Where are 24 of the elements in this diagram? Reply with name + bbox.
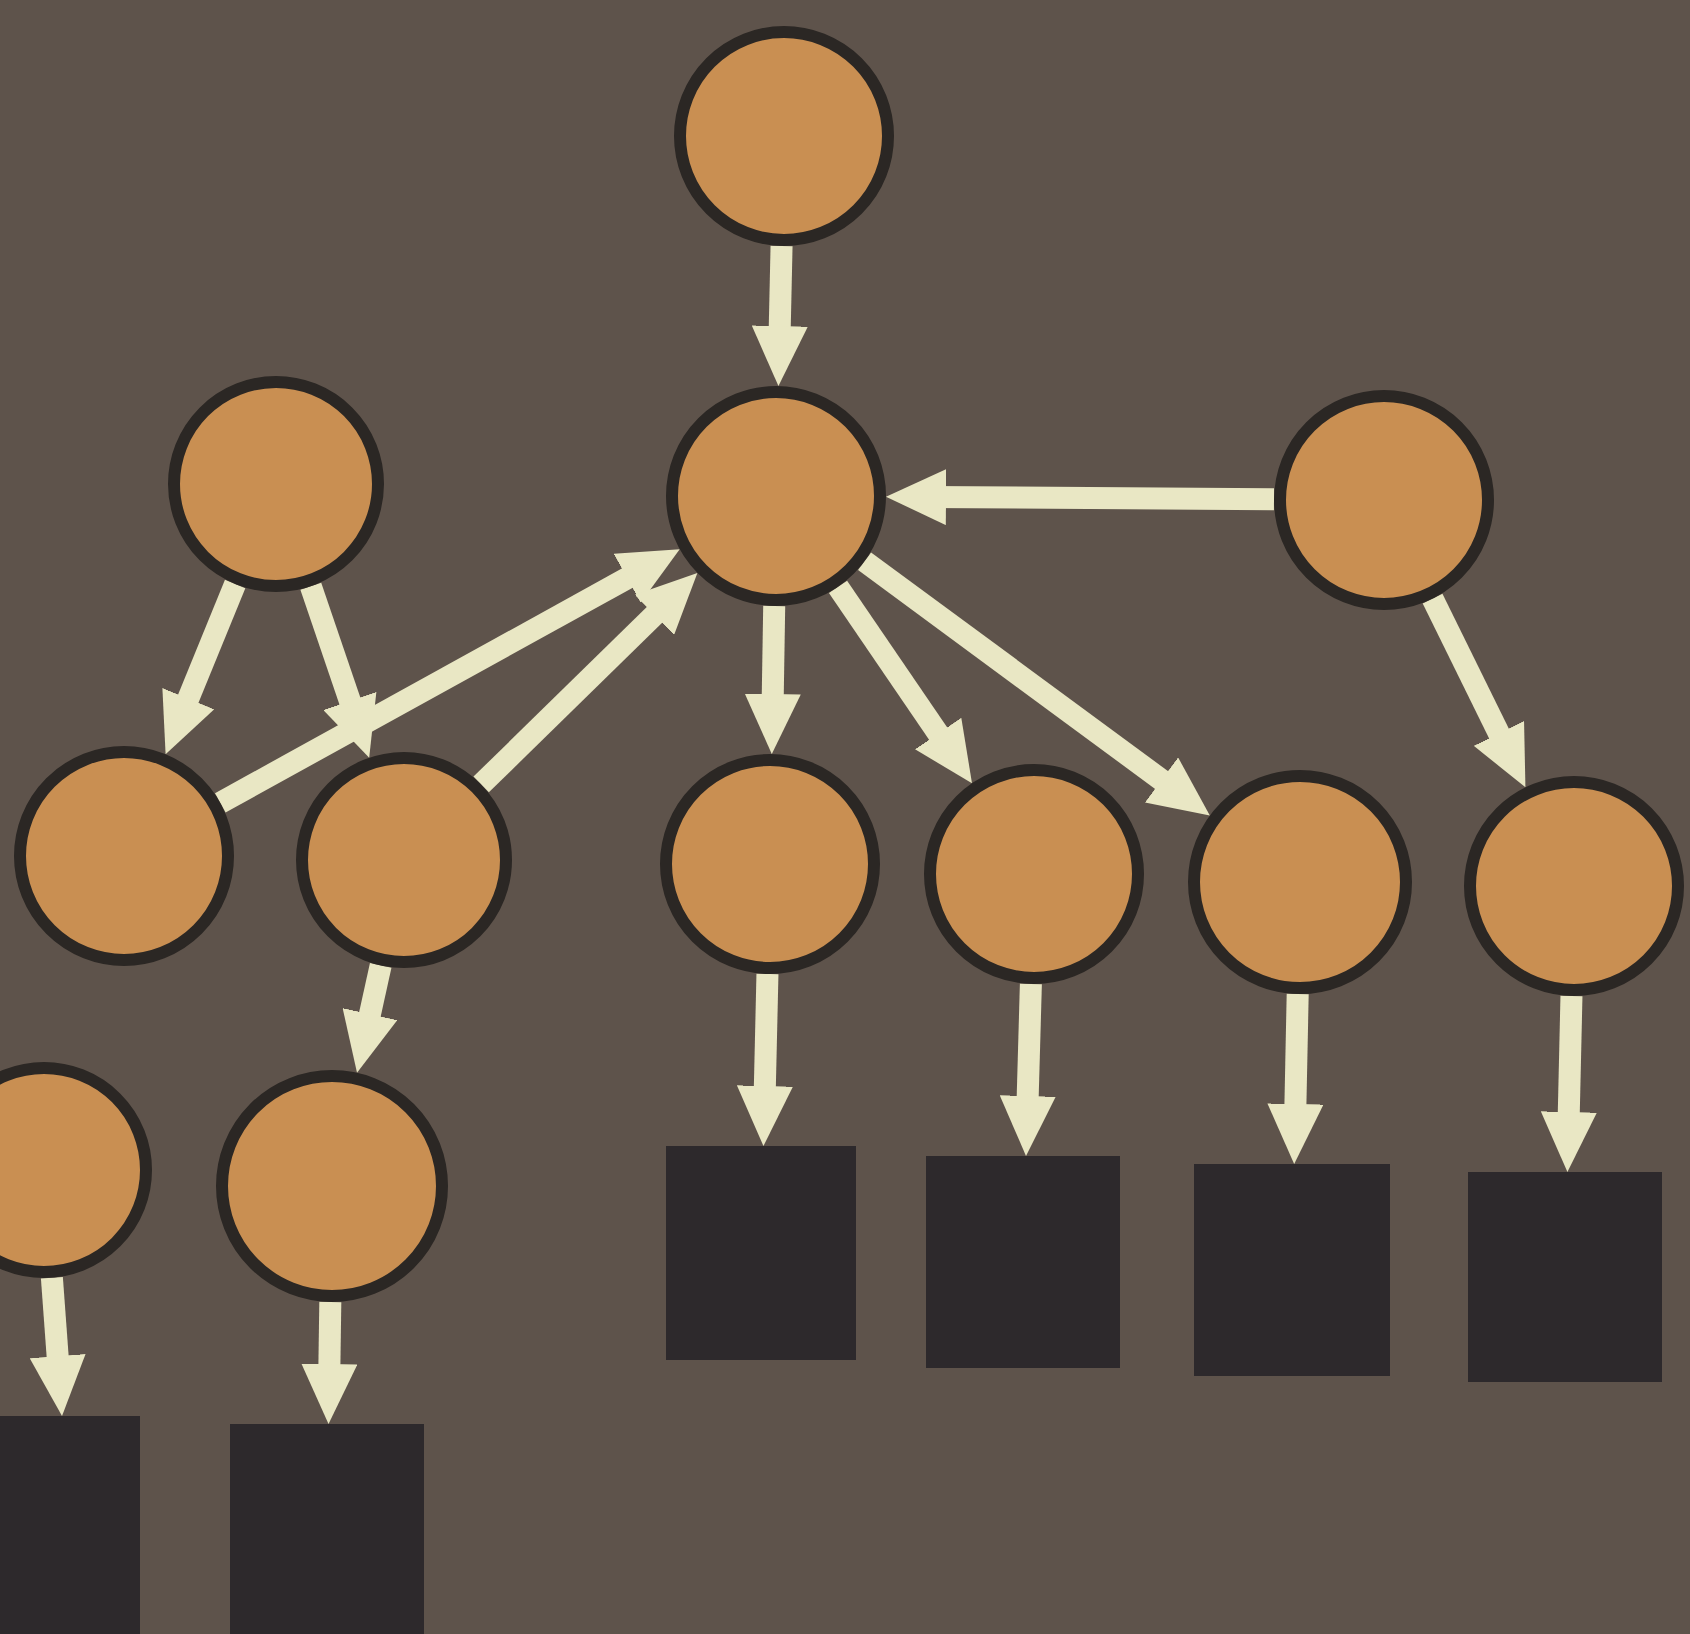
arrow <box>473 572 698 793</box>
square-block <box>1194 1164 1390 1376</box>
square-block <box>666 1146 856 1360</box>
arrow <box>1540 995 1597 1172</box>
arrow <box>744 605 801 754</box>
arrow <box>342 963 398 1073</box>
arrow <box>300 582 377 758</box>
circle-node <box>0 1062 152 1278</box>
arrow <box>751 245 808 387</box>
arrow <box>886 469 1275 526</box>
arrow <box>29 1276 86 1416</box>
arrow <box>858 552 1210 816</box>
arrow <box>1422 593 1526 788</box>
arrow <box>214 549 680 813</box>
arrow <box>1267 993 1324 1164</box>
arrow <box>301 1301 358 1424</box>
arrow <box>999 983 1056 1156</box>
arrow <box>736 973 793 1146</box>
arrow <box>828 580 972 784</box>
arrow <box>162 579 246 755</box>
square-block <box>230 1424 424 1634</box>
square-block <box>0 1416 140 1634</box>
square-block <box>926 1156 1120 1368</box>
square-block <box>1468 1172 1662 1382</box>
